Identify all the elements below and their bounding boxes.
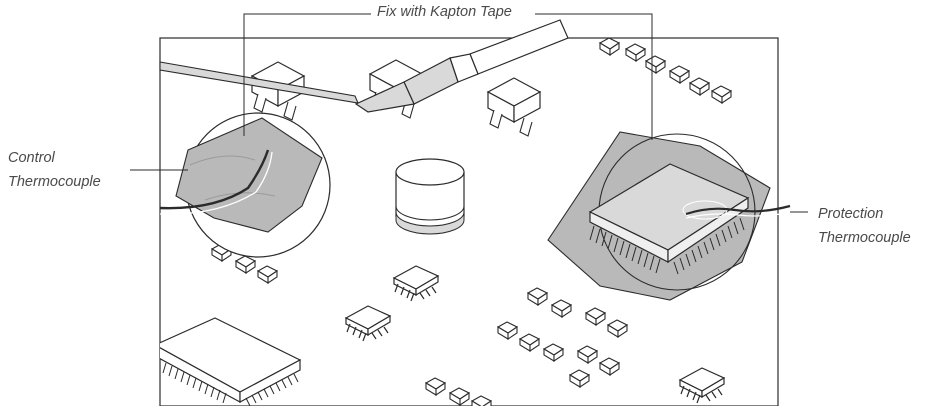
control-label-line1: Control: [8, 150, 55, 166]
soldering-iron-icon: [354, 19, 569, 113]
protection-thermocouple-label: Protection Thermocouple: [818, 202, 911, 250]
control-thermocouple-detail: [159, 112, 331, 258]
control-label-line2: Thermocouple: [8, 174, 101, 190]
kapton-tape-label: Fix with Kapton Tape: [371, 4, 518, 20]
thermocouple-wire-icon: [685, 204, 793, 219]
capacitor-icon: [395, 158, 465, 235]
chip-icon: [160, 317, 302, 406]
protection-label-line1: Protection: [818, 206, 884, 222]
leader-lines: [130, 13, 808, 213]
protection-thermocouple-detail: [547, 131, 793, 301]
thermocouple-wire-icon: [159, 149, 273, 215]
control-thermocouple-label: Control Thermocouple: [8, 146, 101, 194]
protection-label-line2: Thermocouple: [818, 230, 911, 246]
